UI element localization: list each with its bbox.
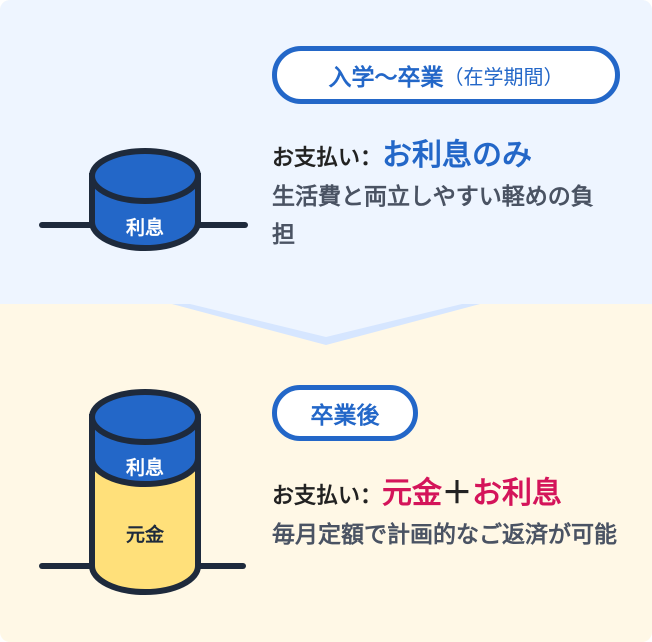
badge-subtext: （在学期間） <box>443 64 564 89</box>
payment-line: お支払い： お利息のみ <box>272 130 532 174</box>
plus-sign: ＋ <box>442 476 473 511</box>
payment-value: お利息のみ <box>382 138 533 173</box>
cylinder-label-interest: 利息 <box>126 456 164 479</box>
payment-value-principal: 元金 <box>382 476 443 511</box>
badge-text: 入学〜卒業 <box>328 65 444 91</box>
arrow-chevron-inner <box>190 304 462 337</box>
interest-only-cylinder: 利息 <box>39 148 248 251</box>
period-badge-after-graduation: 卒業後 <box>272 385 418 441</box>
payment-line: お支払い： 元金 ＋ お利息 <box>272 468 562 512</box>
payment-label: お支払い： <box>272 146 383 171</box>
payment-description: 毎月定額で計画的なご返済が可能 <box>272 522 617 548</box>
principal-interest-cylinder: 利息 元金 <box>39 389 246 595</box>
payment-label: お支払い： <box>272 484 383 509</box>
payment-value-interest: お利息 <box>472 476 563 511</box>
cylinder-label-principal: 元金 <box>126 523 165 546</box>
period-badge-in-school: 入学〜卒業（在学期間） <box>272 46 620 104</box>
payment-description: 生活費と両立しやすい軽めの負担 <box>272 184 594 248</box>
cylinder-label-interest: 利息 <box>126 216 164 239</box>
badge-text: 卒業後 <box>310 403 380 429</box>
